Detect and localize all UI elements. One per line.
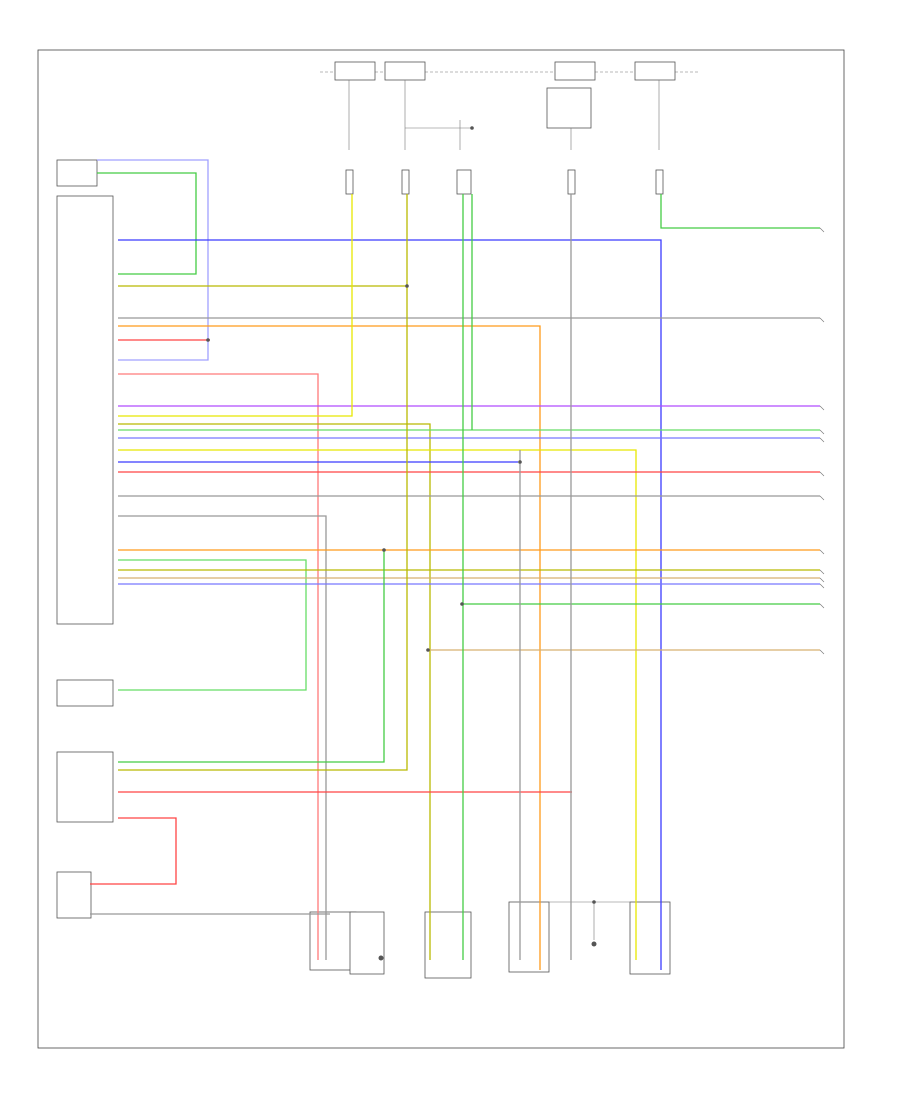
fuse-box-3 [554,61,596,81]
wire-group [90,159,820,970]
wire-lavender-1 [97,159,209,361]
terminal-tick-7 [819,495,825,501]
wire-olive-11 [118,423,431,960]
main-control-module [56,195,114,625]
wire-olive-27 [118,194,408,771]
connector-c1 [345,169,354,195]
switch-module [56,679,114,707]
terminal-tick-10 [819,577,825,583]
terminal-tick-4 [819,429,825,435]
ground-point [591,941,597,947]
terminal-tick-12 [819,603,825,609]
terminal-tick-3 [819,405,825,411]
terminal-tick-9 [819,569,825,575]
wire-yellow-14 [118,449,637,960]
junction-dot-7 [206,338,210,342]
wire-pink-8 [118,373,319,960]
junction-dot-8 [518,460,522,464]
terminal-tick-5 [819,437,825,443]
junction-dot-4 [426,648,430,652]
wire-blue-3 [118,239,662,970]
relay-box [546,87,592,129]
bottom-component-2 [349,911,385,975]
terminal-tick-8 [819,549,825,555]
connector-c4 [567,169,576,195]
diagram-frame [37,49,845,1049]
terminal-tick-6 [819,471,825,477]
terminal-tick-13 [819,649,825,655]
ground-point-2 [378,955,384,961]
wire-green-33 [660,194,820,229]
terminal-tick-2 [819,317,825,323]
bottom-component-1 [309,911,357,971]
wire-green-26 [118,550,385,763]
connector-c5 [655,169,664,195]
junction-dot-5 [470,126,474,130]
wire-green-2 [97,172,197,275]
wire-yellow-10 [118,194,353,417]
mirror-motor-module [56,871,92,919]
wire-orange-6 [118,325,541,970]
bottom-component-5 [629,901,671,975]
junction-dot-3 [460,602,464,606]
junction-dot-6 [592,900,596,904]
connector-c3 [456,169,472,195]
wire-lightgreen-20 [118,559,307,691]
bottom-component-4 [508,901,550,973]
fuse-box-2 [384,61,426,81]
bottom-component-3 [424,911,472,979]
junction-dot-1 [405,284,409,288]
terminal-tick-1 [819,227,825,233]
wire-red-29 [90,817,177,885]
connector-c2 [401,169,410,195]
mirror-switch-module [56,751,114,823]
fuse-box-4 [634,61,676,81]
junction-dot-2 [382,548,386,552]
junction-group [206,126,825,904]
terminal-tick-11 [819,583,825,589]
fuse-box-1 [334,61,376,81]
top-left-module [56,159,98,187]
wire-gray-18 [118,515,327,960]
